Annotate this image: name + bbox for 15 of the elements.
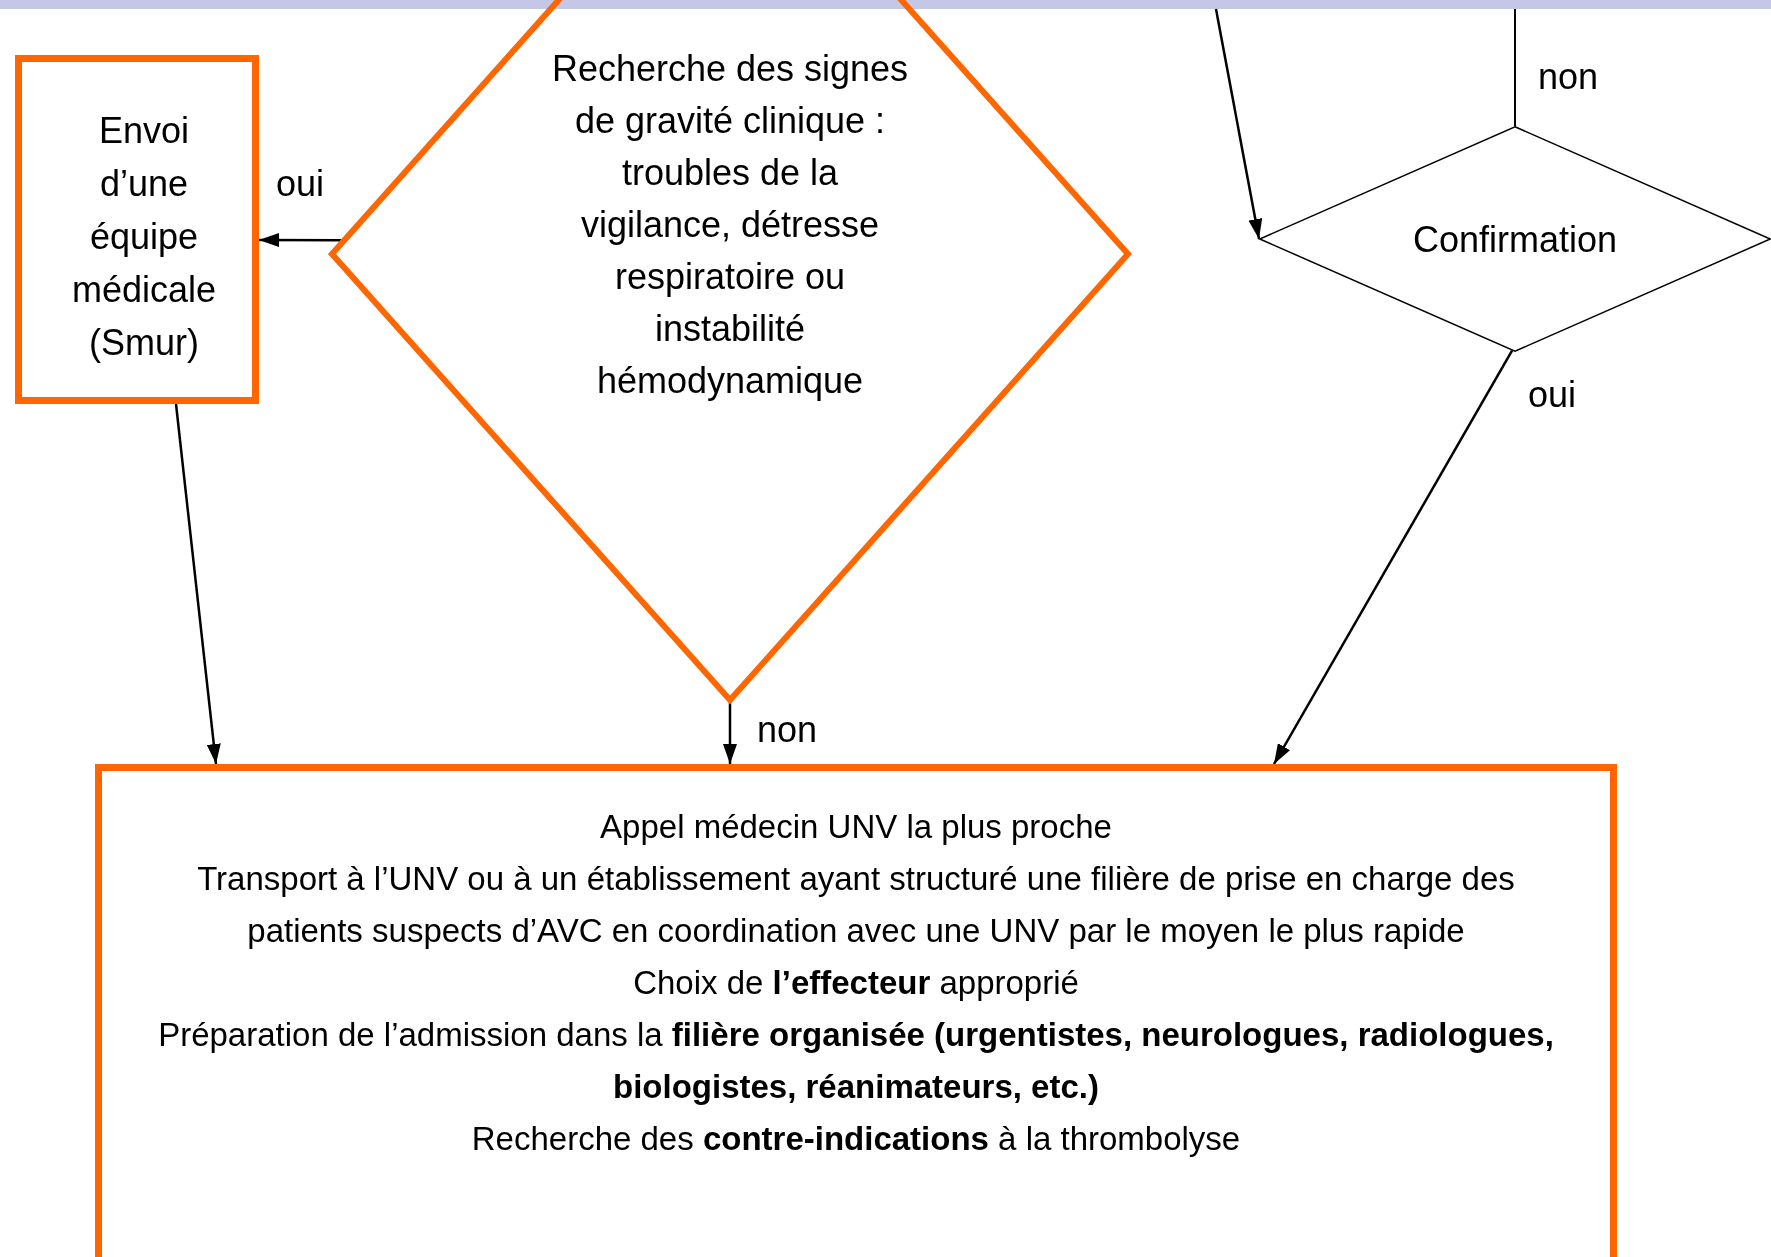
node-text: Préparation de l’admission dans la filière organisée (urgentistes, neurologues, radiologues, biologistes, réanimateurs, etc.) xyxy=(157,1015,1555,1107)
arrow xyxy=(723,703,737,764)
node-text: Choix de l’effecteur approprié xyxy=(633,963,1079,1003)
node-text: Recherche des contre-indications à la thrombolyse xyxy=(471,1119,1241,1159)
arrow xyxy=(259,233,342,248)
process-box xyxy=(95,764,1617,1257)
node-text: Appel médecin UNV la plus proche xyxy=(600,807,1112,847)
process-box xyxy=(15,55,259,404)
arrow xyxy=(174,403,221,765)
node-text: Recherche des signes de gravité clinique : xyxy=(550,47,910,143)
arrow xyxy=(1214,8,1263,240)
arrow xyxy=(1272,350,1514,765)
node-text: Envoi d’une équipe médicale (Smur) xyxy=(70,109,218,365)
node-text: troubles de la vigilance, détresse respiratoire ou instabilité hémodynamique xyxy=(579,151,881,403)
node-text: Confirmation xyxy=(1412,217,1618,262)
